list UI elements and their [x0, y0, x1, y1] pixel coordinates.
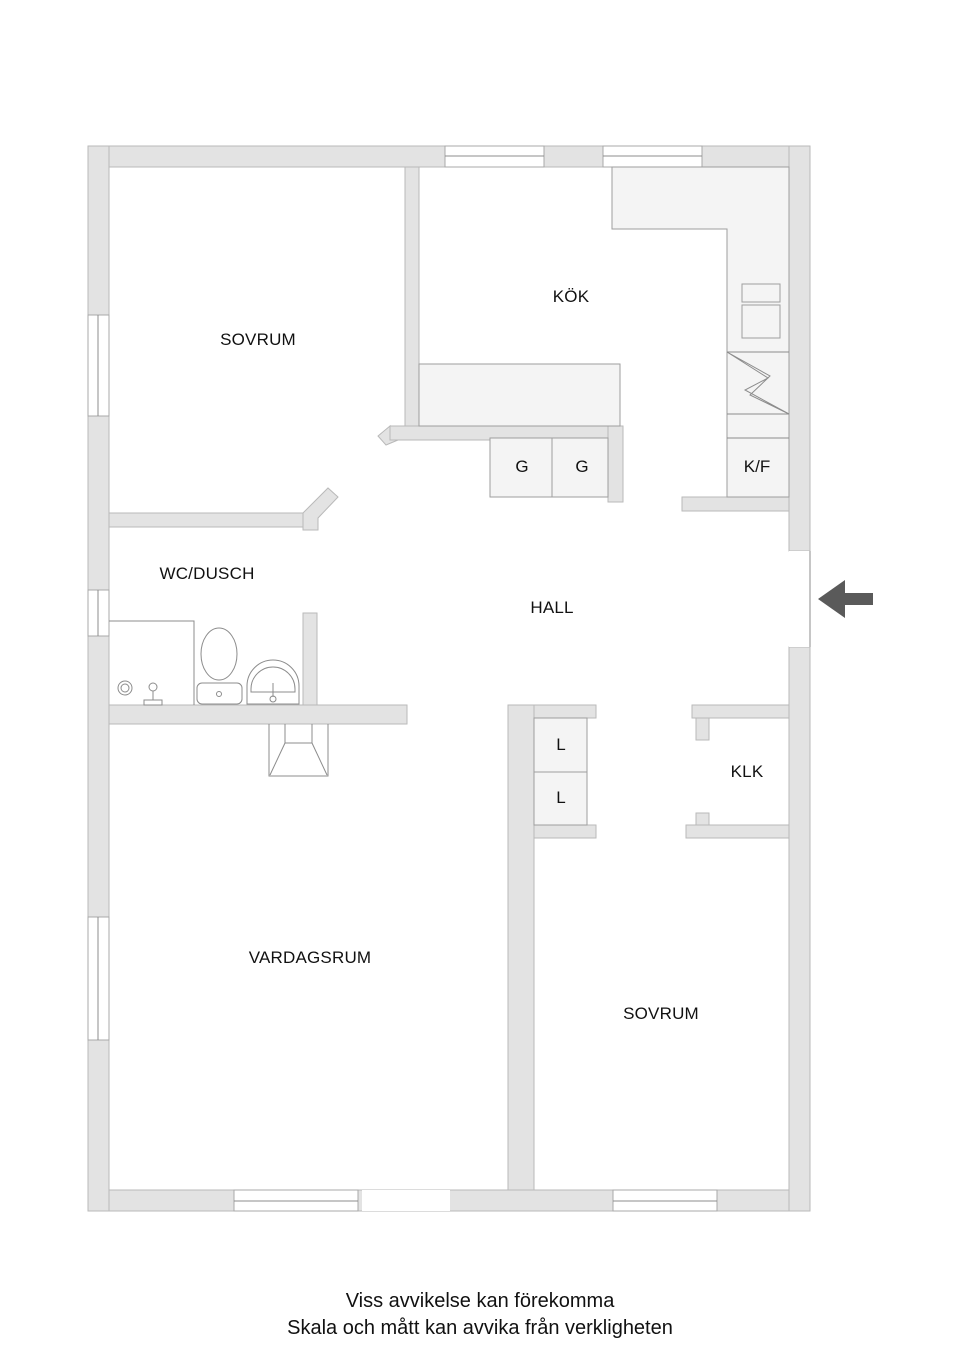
interior-walls	[108, 166, 790, 1191]
room-label-klk: KLK	[730, 762, 764, 781]
fixture-label-linneskap: L	[556, 735, 566, 754]
fixture-label-linneskap: L	[556, 788, 566, 807]
sink-icon	[246, 659, 300, 705]
kitchen-fixtures	[418, 166, 790, 498]
outer-walls	[87, 145, 811, 1212]
stove-symbol	[726, 351, 790, 415]
room-label-sovrum: SOVRUM	[220, 330, 296, 349]
shower-drain-icon	[117, 680, 133, 696]
disclaimer-line-2: Skala och mått kan avvika från verklighe…	[287, 1317, 673, 1339]
fixture-label-kyl-frys: K/F	[743, 457, 771, 476]
linen-closets	[533, 717, 588, 826]
shower-head-icon	[148, 682, 158, 692]
room-label-wc-dusch: WC/DUSCH	[159, 564, 255, 583]
room-label-kok: KÖK	[552, 287, 590, 306]
fireplace	[268, 724, 329, 777]
fixture-label-garderob: G	[575, 457, 589, 476]
windows	[87, 145, 811, 1212]
fixture-label-garderob: G	[515, 457, 529, 476]
entrance-arrow-icon	[818, 580, 873, 618]
room-label-sovrum-2: SOVRUM	[623, 1004, 699, 1023]
room-label-vardagsrum: VARDAGSRUM	[248, 948, 372, 967]
bathroom-fixtures	[109, 620, 300, 706]
disclaimer-line-1: Viss avvikelse kan förekomma	[345, 1290, 615, 1312]
toilet-icon	[200, 627, 238, 681]
room-label-hall: HALL	[530, 598, 574, 617]
